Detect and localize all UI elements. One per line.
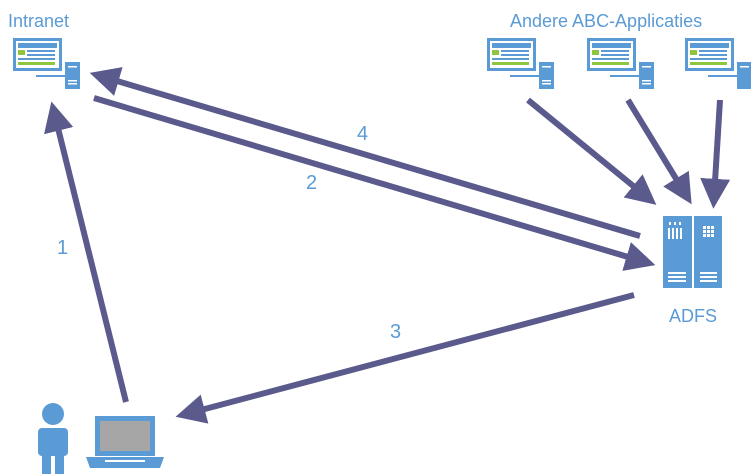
step-4-label: 4 — [357, 123, 369, 145]
arrow-step-3 — [175, 292, 635, 424]
adfs-server-icon — [663, 216, 722, 288]
step-2-label: 2 — [306, 172, 318, 194]
intranet-label: Intranet — [8, 11, 70, 31]
arrow-step-2 — [93, 95, 656, 271]
arrow-app-3-to-adfs — [700, 99, 731, 209]
laptop-icon — [86, 416, 164, 468]
adfs-label: ADFS — [669, 306, 718, 326]
app-server-icon-1 — [487, 38, 554, 89]
step-1-label: 1 — [57, 237, 69, 259]
step-3-label: 3 — [390, 321, 402, 343]
other-applications-label: Andere ABC-Applicaties — [510, 11, 703, 31]
intranet-server-icon — [13, 38, 80, 89]
arrow-app-2-to-adfs — [625, 98, 692, 205]
arrow-app-1-to-adfs — [526, 97, 657, 205]
app-server-icon-2 — [587, 38, 654, 89]
user-person-icon — [38, 403, 68, 474]
arrow-step-1 — [44, 101, 129, 403]
arrow-step-4 — [89, 67, 641, 239]
app-server-icon-3 — [685, 38, 751, 89]
